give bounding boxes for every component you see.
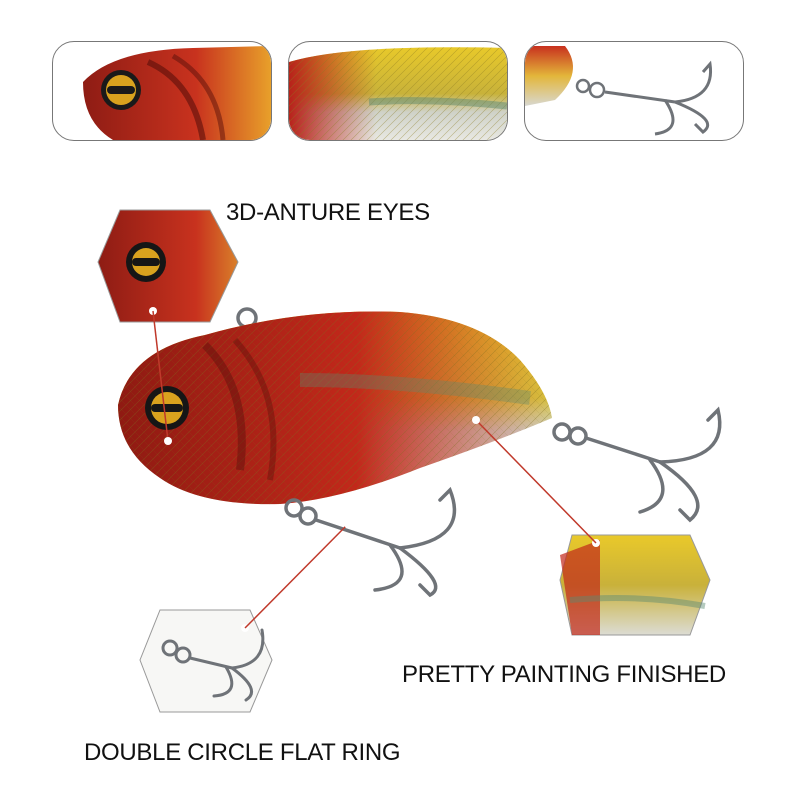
belly-treble-hook — [284, 486, 457, 598]
label-pretty-painting: PRETTY PAINTING FINISHED — [402, 661, 726, 688]
head-eye-image — [83, 46, 271, 140]
thumbnail-body-scales — [288, 41, 508, 141]
leader-line-ring — [244, 523, 349, 629]
thumbnail-head-eye — [52, 41, 272, 141]
label-double-circle-ring: DOUBLE CIRCLE FLAT RING — [84, 739, 401, 766]
label-3d-eyes: 3D-ANTURE EYES — [226, 199, 430, 226]
callout-painting-closeup — [472, 416, 711, 636]
leader-line-painting — [475, 419, 597, 544]
lure-body — [118, 311, 552, 505]
thumbnail-tail-hook — [524, 41, 744, 141]
leader-line-eyes — [152, 310, 169, 442]
callout-ring-closeup — [139, 520, 352, 713]
lure-eye — [145, 386, 189, 430]
tail-treble-hook — [552, 406, 722, 523]
callout-eye-closeup — [97, 209, 239, 445]
body-scales-image — [289, 47, 507, 140]
tail-hook-image — [525, 46, 713, 136]
